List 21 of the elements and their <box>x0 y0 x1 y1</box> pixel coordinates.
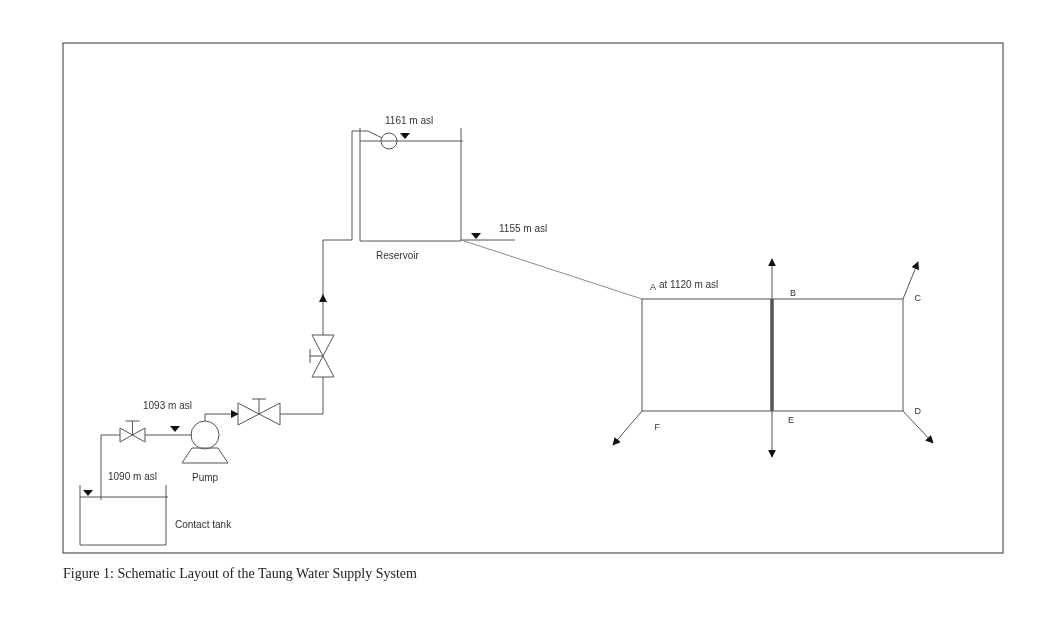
elevation-label: Reservoir <box>376 250 419 262</box>
elevation-label: 1093 m asl <box>143 400 192 412</box>
junction-label: B <box>774 288 796 299</box>
junction-label: D <box>903 403 921 419</box>
junction-label: C <box>903 290 921 306</box>
junction-label: F <box>642 411 660 432</box>
junction-label: E <box>774 411 794 425</box>
valve-symbol <box>238 398 280 425</box>
elevation-label: 1090 m asl <box>108 471 157 483</box>
valve-symbol <box>120 420 145 442</box>
figure-caption: Figure 1: Schematic Layout of the Taung Water Supply System <box>63 566 417 582</box>
elevation-label: Contact tank <box>175 519 232 531</box>
valve-symbol <box>309 335 335 377</box>
elevation-label: 1161 m asl <box>385 115 434 127</box>
elevation-label: 1155 m asl <box>499 223 548 235</box>
elevation-label: Pump <box>192 472 219 484</box>
pump-symbol <box>182 421 228 463</box>
junction-label: A <box>642 282 656 299</box>
tank-drawing <box>80 485 166 545</box>
tank-drawing <box>360 128 461 241</box>
elevation-label: at 1120 m asl <box>659 279 719 291</box>
